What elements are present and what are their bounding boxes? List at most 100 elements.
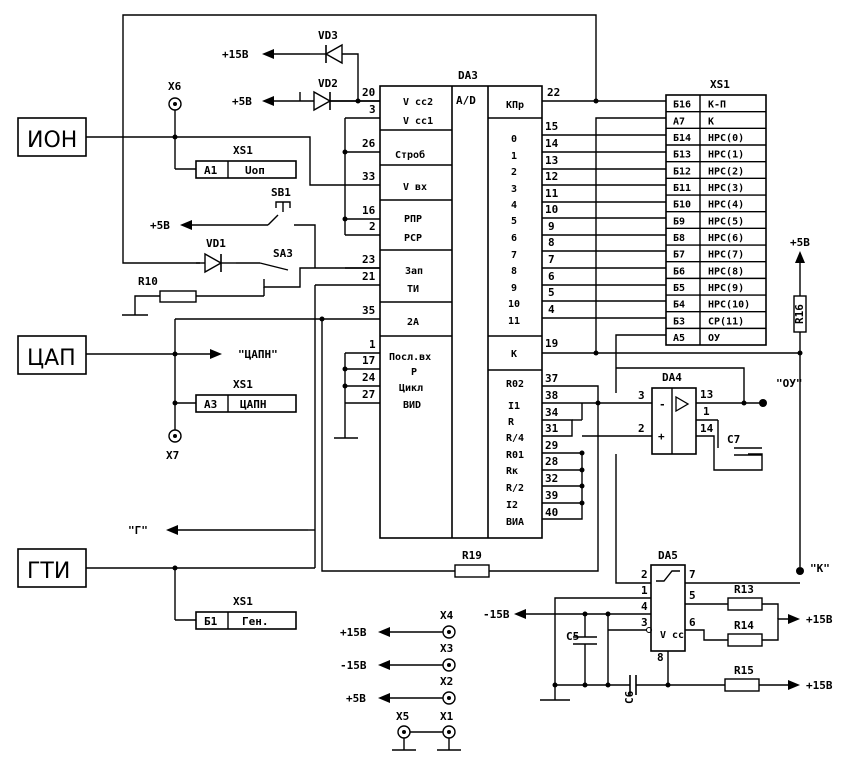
da3-pin-16: 16 — [362, 204, 376, 217]
r15-resistor — [724, 678, 760, 692]
da3-label-d8: 8 — [511, 266, 517, 277]
xs1-pin-label: Б12 — [673, 166, 691, 177]
da5-label: DA5 — [658, 549, 678, 562]
da3-label-d5: 5 — [511, 216, 517, 227]
da3-pin-31: 31 — [545, 422, 559, 435]
capn-signal-label: "ЦАПН" — [238, 348, 278, 361]
x6-terminal — [168, 97, 182, 111]
da3-pin-39: 39 — [545, 489, 558, 502]
x4-terminal — [442, 625, 456, 639]
da3-pin-8: 8 — [548, 236, 555, 249]
da3-label-vcc1: V cc1 — [403, 116, 433, 127]
da3-pin-7: 7 — [548, 253, 555, 266]
da3-pin-2: 2 — [369, 220, 376, 233]
r-network-wires — [542, 400, 652, 520]
xs1-pin-label: Б7 — [673, 250, 685, 261]
da3-pin-32: 32 — [545, 472, 558, 485]
da5-pin-5: 5 — [689, 589, 696, 602]
xs1-uop-pin: А1 — [204, 164, 218, 177]
da3-label-k: К — [511, 349, 517, 360]
r16-label: R16 — [793, 304, 806, 324]
da3-right-labels: КПр 0 1 2 3 4 5 6 7 8 9 10 11 К R02 I1 R… — [506, 100, 524, 528]
x7-label: X7 — [166, 449, 179, 462]
da3-label-strob: Строб — [395, 149, 425, 161]
r14-label: R14 — [734, 619, 754, 632]
xs1-signal-label: НРС(1) — [708, 150, 744, 161]
x3-label: X3 — [440, 642, 453, 655]
xs1-signal-label: НРС(0) — [708, 133, 744, 144]
xs1-uop-signal: Uоп — [245, 164, 265, 177]
xs1-uop-title: XS1 — [233, 144, 253, 157]
da3-pin-27: 27 — [362, 388, 375, 401]
da3-pin-13: 13 — [545, 154, 558, 167]
ion-block: ИОН X6 XS1 А1 Uоп — [17, 80, 345, 186]
da3-left-pins: 20 3 26 33 16 2 23 21 35 1 17 24 27 — [362, 86, 376, 401]
xs1-gen-box — [195, 611, 297, 630]
da3-label-i1: I1 — [508, 401, 520, 412]
da3-body — [379, 85, 543, 539]
xs1-pin-label: Б5 — [673, 283, 685, 294]
da3-label-posl: Посл.вх — [389, 352, 431, 363]
xs1-capn-pin: А3 — [204, 398, 217, 411]
da5-pin-4: 4 — [641, 600, 648, 613]
da3-pin-1: 1 — [369, 338, 376, 351]
da4-pin-3: 3 — [638, 389, 645, 402]
xs1-signal-label: ОУ — [708, 333, 720, 344]
xs1-pin-label: Б3 — [673, 316, 685, 327]
da3-pin-22: 22 — [547, 86, 560, 99]
da3-label-r2: R/2 — [506, 483, 524, 494]
da3-label-r: R — [508, 417, 515, 428]
x2-supply-label: +5В — [346, 692, 366, 705]
xs1-uop-box — [195, 160, 297, 179]
cap-box — [17, 335, 87, 375]
da3-label-vid: ВИD — [403, 400, 421, 411]
sa3-label: SA3 — [273, 247, 293, 260]
x7-terminal — [168, 429, 182, 443]
da4-plus-label: + — [658, 430, 665, 443]
xs1-signal-label: НРС(4) — [708, 200, 744, 211]
da3-pin-5: 5 — [548, 286, 555, 299]
ou-signal-label: "ОУ" — [776, 377, 803, 390]
da3-chip: DA3 A/D — [379, 69, 543, 539]
vd1-diode — [204, 252, 223, 274]
xs1-signal-label: НРС(8) — [708, 266, 744, 277]
da3-label-r01: R01 — [506, 450, 524, 461]
da4-pin-2: 2 — [638, 422, 645, 435]
da4-pin-14: 14 — [700, 422, 714, 435]
x5-label: X5 — [396, 710, 409, 723]
da3-label-d9: 9 — [511, 283, 517, 294]
da4-body — [651, 387, 697, 455]
da3-pin-28: 28 — [545, 455, 558, 468]
x6-label: X6 — [168, 80, 182, 93]
da4-pin-13: 13 — [700, 388, 713, 401]
xs1-signal-label: НРС(9) — [708, 283, 744, 294]
da3-label-cikl: Цикл — [399, 383, 423, 394]
switch-section: +5В SB1 VD1 SA3 R10 — [122, 186, 380, 316]
xs1-signal-label: НРС(2) — [708, 166, 744, 177]
da3-center-label: A/D — [456, 94, 476, 107]
da3-label-zap: Зап — [405, 266, 423, 277]
r19-loop: R19 — [319, 316, 599, 578]
gti-block: ГТИ XS1 Б1 Ген. "Г" — [17, 285, 316, 630]
r15-label: R15 — [734, 664, 754, 677]
da3-pin-37: 37 — [545, 372, 558, 385]
da3-label-d4: 4 — [511, 200, 517, 211]
da3-label-d10: 10 — [508, 299, 520, 310]
da3-pin-3: 3 — [369, 103, 376, 116]
da3-label-d2: 2 — [511, 167, 517, 178]
sa3-switch — [259, 262, 289, 271]
r16-supply-label: +5В — [790, 236, 810, 249]
xs1-signal-label: НРС(5) — [708, 216, 744, 227]
da3-pin-35: 35 — [362, 304, 375, 317]
x4-label: X4 — [440, 609, 454, 622]
da3-pin-14: 14 — [545, 137, 559, 150]
sb1-supply-label: +5В — [150, 219, 170, 232]
da3-pin-33: 33 — [362, 170, 375, 183]
xs1-pin-label: Б9 — [673, 216, 685, 227]
xs1-capn-box — [195, 394, 297, 413]
da3-left-labels: V cc2 V cc1 Строб V вх РПР РСР Зап ТИ 2А… — [389, 97, 433, 411]
r10-label: R10 — [138, 275, 158, 288]
xs1-pin-label: Б13 — [673, 150, 691, 161]
xs1-pin-label: Б4 — [673, 300, 685, 311]
